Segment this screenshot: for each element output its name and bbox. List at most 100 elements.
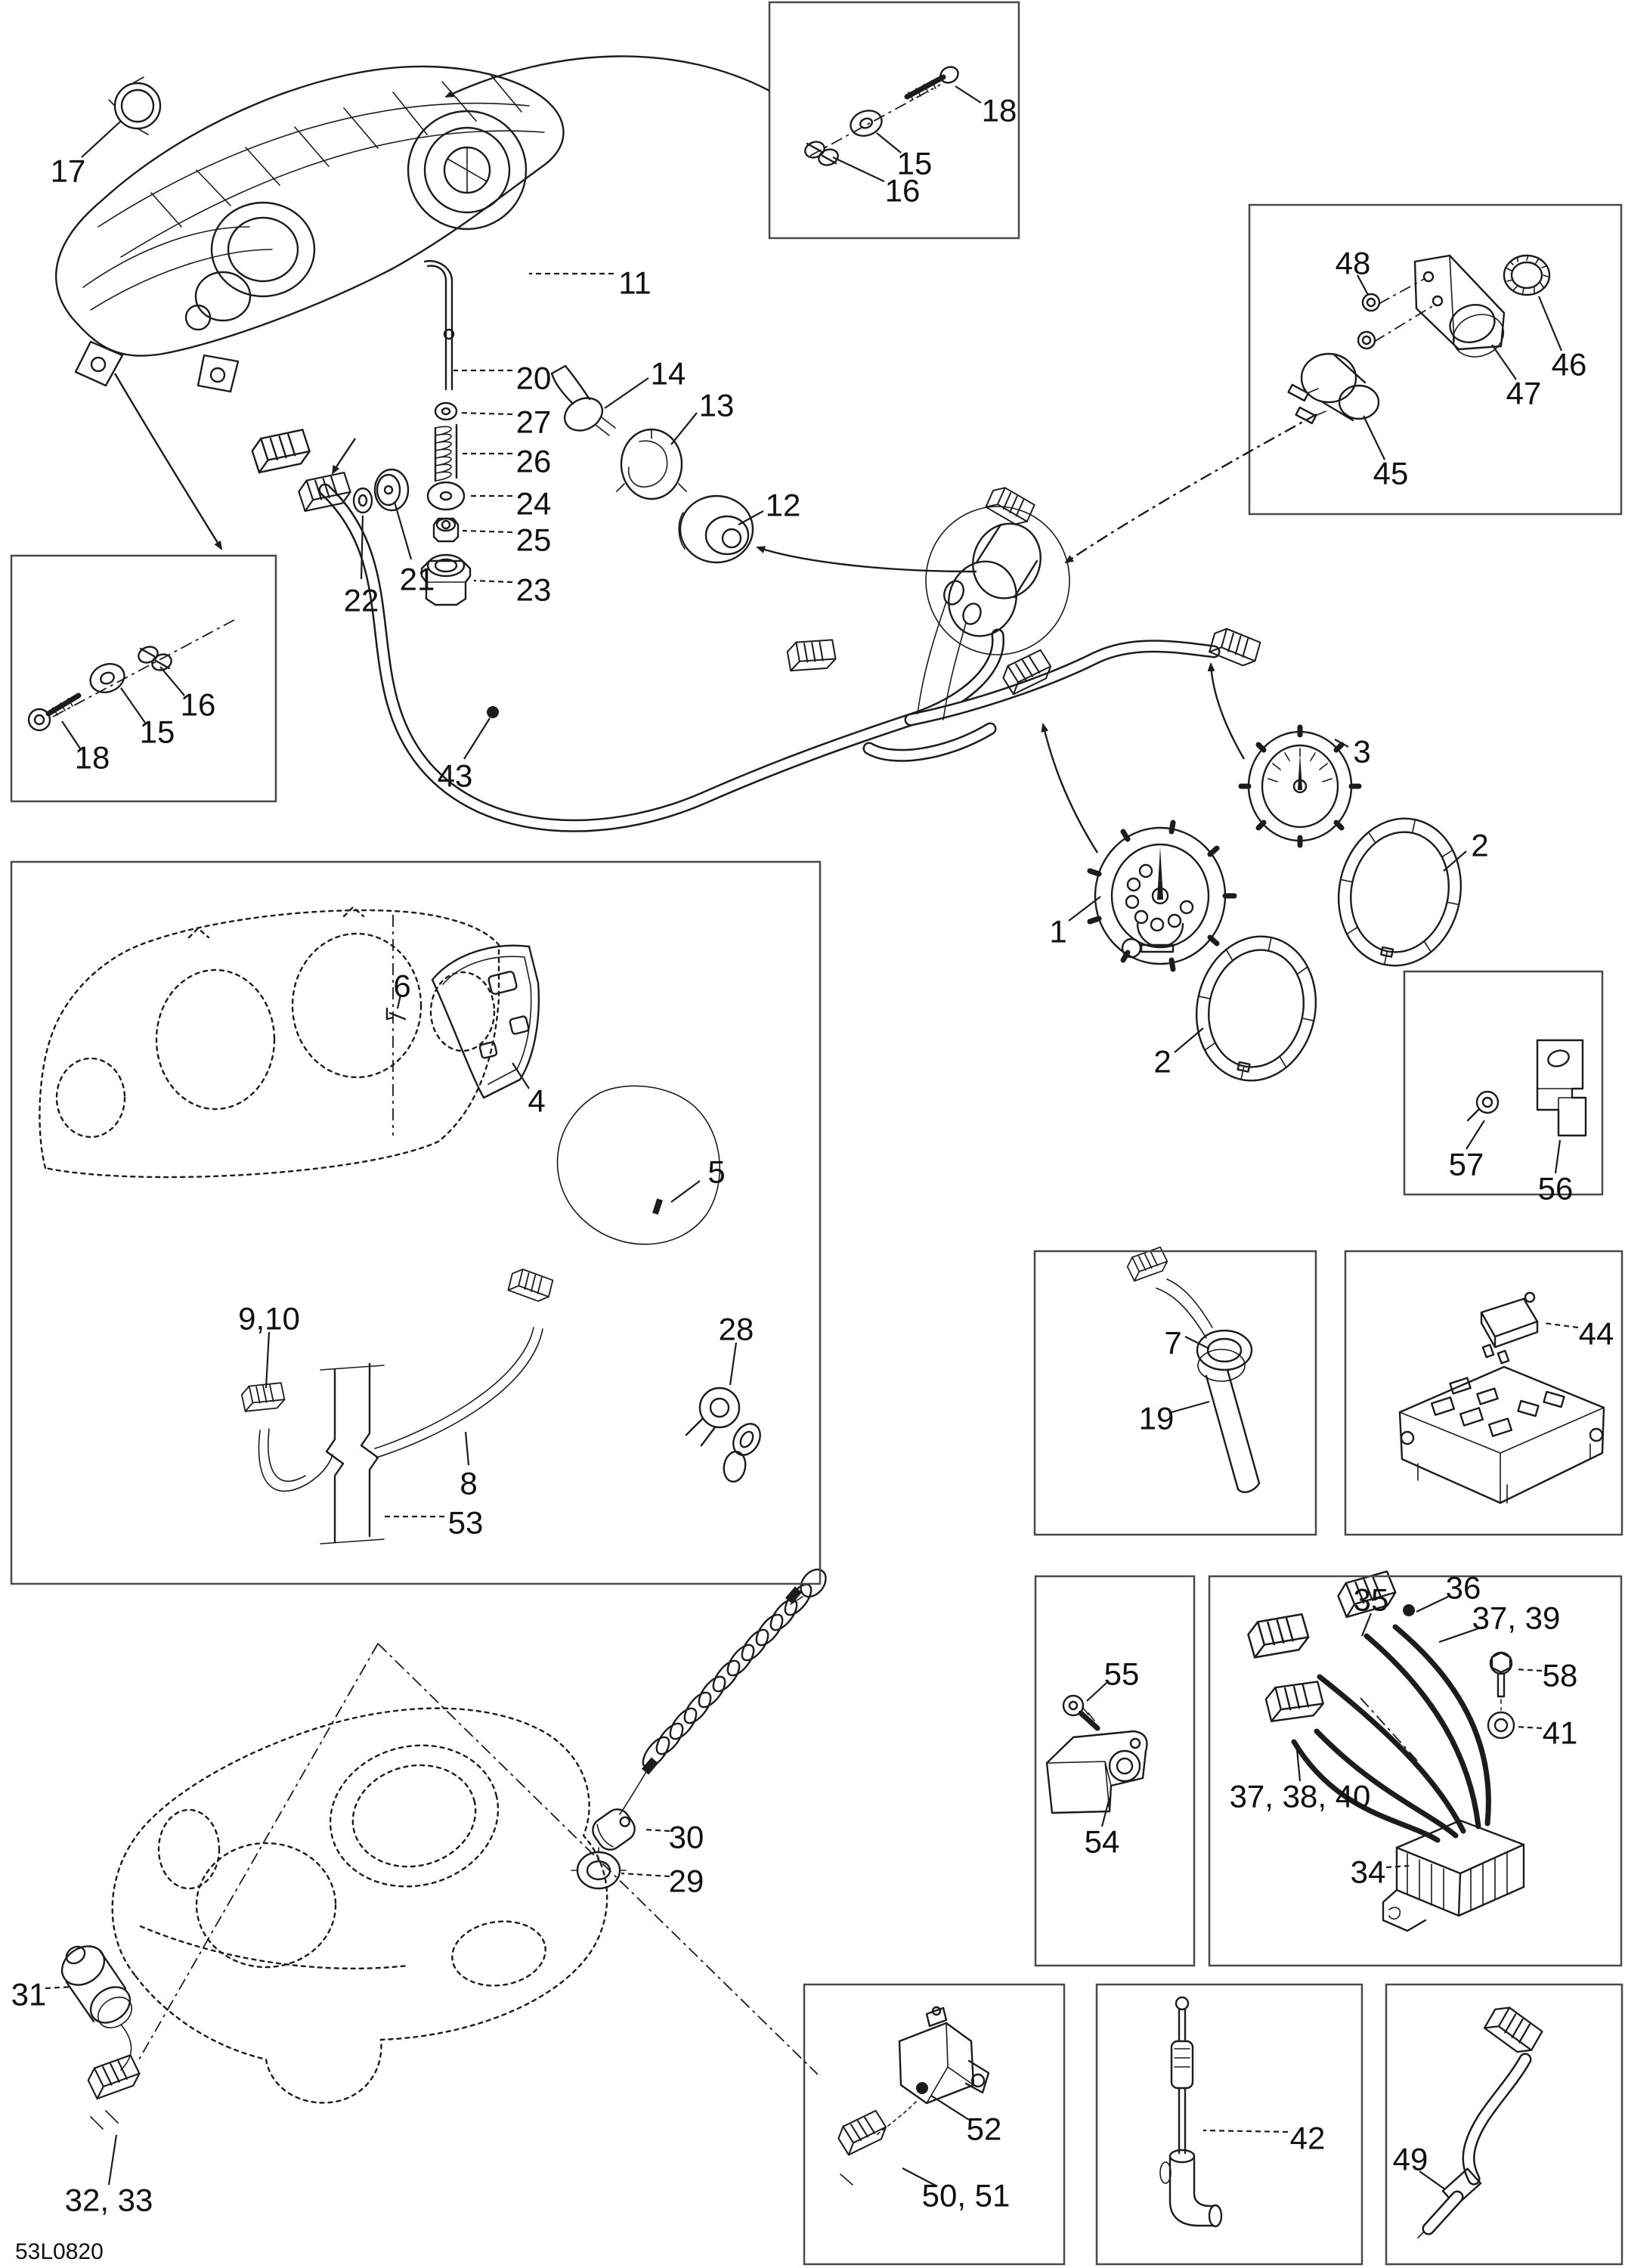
callout-25: 25 — [516, 522, 552, 558]
callout-14: 14 — [651, 356, 686, 392]
panel-fuse-relay — [1344, 1250, 1623, 1536]
leader-line-5 — [670, 1180, 701, 1203]
washer-27 — [434, 401, 458, 421]
headlight-mount-hardware — [804, 66, 959, 166]
screw-57 — [1466, 1090, 1500, 1122]
leader-line-31 — [45, 1985, 73, 1990]
arrow-boot-to-harness — [756, 546, 977, 573]
connector-50-51 — [833, 2106, 891, 2186]
cluster-housing-outline — [39, 906, 500, 1179]
fuel-sender-7-19 — [1124, 1244, 1261, 1493]
leader-line-58 — [1514, 1668, 1543, 1672]
leader-line-13 — [670, 412, 698, 445]
ignition-switch-parts — [1287, 254, 1551, 425]
callout-16: 16 — [181, 687, 216, 723]
fuse-box — [1398, 1365, 1605, 1504]
gauge-bracket-56 — [1536, 1039, 1587, 1137]
callout-57: 57 — [1449, 1147, 1484, 1182]
callout-49: 49 — [1393, 2142, 1428, 2177]
axis-console-left — [138, 1643, 379, 2060]
leader-line-16 — [159, 666, 185, 696]
adjuster-disc-21 — [373, 468, 410, 512]
callout-11: 11 — [618, 265, 652, 301]
leader-line-42 — [1202, 2129, 1289, 2133]
callout-15: 15 — [140, 714, 175, 750]
callout-1: 1 — [1049, 914, 1066, 950]
callout-31: 31 — [11, 1977, 47, 2012]
leader-line-15 — [120, 687, 146, 723]
pigtail-9-10 — [240, 1378, 333, 1492]
leader-line-3 — [1334, 739, 1349, 748]
leader-line-7 — [1184, 1336, 1210, 1349]
leader-line-18 — [61, 720, 81, 749]
leader-line-29 — [621, 1872, 670, 1878]
bulb-socket — [943, 580, 964, 606]
bulb-socket-28 — [685, 1387, 761, 1483]
callout-44: 44 — [1579, 1316, 1614, 1352]
leader-line-32-33 — [107, 2134, 118, 2186]
callout-47: 47 — [1506, 376, 1542, 411]
retaining-ring-17 — [108, 76, 162, 135]
gauge-bezel-2b — [1195, 935, 1317, 1082]
panel-gauge-bracket — [1403, 970, 1604, 1196]
harness-connector — [785, 635, 838, 676]
leader-lines-layer — [45, 85, 1579, 2190]
relay-44 — [1480, 1291, 1539, 1365]
panel-speed-sensor — [1095, 1983, 1363, 2266]
leader-line-2 — [1174, 1027, 1204, 1053]
callout-48: 48 — [1336, 246, 1371, 281]
callout-18: 18 — [982, 93, 1017, 129]
arrow-ignition-switch-axis — [1064, 413, 1317, 564]
leader-line-46 — [1537, 296, 1563, 352]
callout-2: 2 — [1153, 1044, 1171, 1080]
callout-43: 43 — [438, 758, 473, 794]
start-stop-switch-31 — [60, 1945, 133, 2071]
console-outline — [111, 1707, 608, 2104]
nut-25 — [432, 517, 460, 543]
leader-line-22 — [360, 515, 364, 580]
leader-line-34 — [1385, 1864, 1410, 1869]
axis-regulator-link — [1360, 1697, 1419, 1762]
axis-console-right — [377, 1643, 819, 2075]
leader-line-55 — [1086, 1682, 1107, 1702]
cluster-mount-hardware — [27, 646, 172, 732]
callout-20: 20 — [516, 361, 552, 396]
multifunction-gauge-1 — [1087, 820, 1237, 972]
callout-12: 12 — [766, 488, 801, 523]
callout-17: 17 — [51, 153, 86, 189]
buzzer-52 — [876, 2006, 990, 2136]
callout-58: 58 — [1543, 1658, 1578, 1693]
callout-5: 5 — [707, 1154, 725, 1190]
callout-46: 46 — [1552, 347, 1587, 383]
harness-grommet — [917, 506, 1070, 720]
callout-41: 41 — [1543, 1715, 1578, 1751]
tether-cord-assembly — [619, 1568, 827, 1815]
leader-line-6 — [396, 994, 402, 1009]
leader-line-41 — [1515, 1725, 1543, 1730]
spring-26 — [434, 423, 458, 482]
leader-line-4 — [512, 1062, 530, 1089]
callout-23: 23 — [516, 572, 552, 608]
callout-37-38-40: 37, 38, 40 — [1230, 1779, 1371, 1814]
diagram-art — [27, 65, 1605, 2239]
leader-line-45 — [1363, 415, 1385, 460]
leader-line-57 — [1466, 1120, 1485, 1150]
adjuster-rod-20 — [423, 259, 455, 391]
arrow-washer-placement — [331, 438, 356, 475]
leader-line-54 — [1100, 1797, 1111, 1827]
leader-line-37-39 — [1438, 1625, 1484, 1644]
leader-line-16 — [832, 156, 885, 182]
leader-line-44 — [1543, 1321, 1579, 1329]
callout-53: 53 — [448, 1505, 484, 1541]
callout-55: 55 — [1104, 1656, 1140, 1692]
washer-24 — [426, 481, 466, 511]
callout-32-33: 32, 33 — [65, 2183, 153, 2218]
callout-18: 18 — [75, 740, 110, 776]
callout-6: 6 — [393, 968, 410, 1004]
callout-50-51: 50, 51 — [922, 2178, 1011, 2214]
leader-line-25 — [462, 529, 513, 534]
leader-line-2 — [1443, 850, 1467, 872]
callout-54: 54 — [1085, 1824, 1120, 1860]
leader-line-56 — [1554, 1139, 1562, 1174]
